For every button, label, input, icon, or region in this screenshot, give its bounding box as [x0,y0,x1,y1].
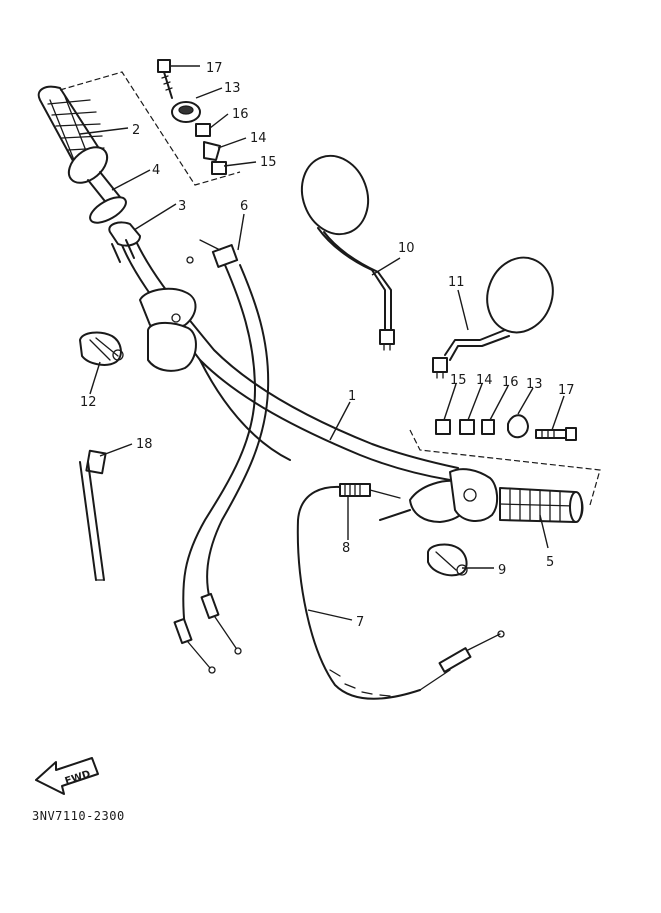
callout-18: 18 [136,437,153,452]
callout-2: 2 [132,123,140,138]
clutch-cable [296,485,505,700]
callout-8: 8 [342,541,350,556]
callout-17-right: 17 [558,383,575,398]
callout-6: 6 [240,199,248,214]
callout-14-left: 14 [250,131,267,146]
callout-15-left: 15 [260,155,277,170]
right-bar-end-parts [435,414,577,441]
callout-4: 4 [152,163,160,178]
cable-tie [79,449,107,581]
left-clamp [79,331,124,366]
callout-16-right: 16 [502,375,519,390]
callout-14-right: 14 [476,373,493,388]
callout-1: 1 [348,389,356,404]
throttle-tube [87,171,141,263]
callout-13-right: 13 [526,377,543,392]
left-bar-end-parts [157,59,227,175]
callout-16-left: 16 [232,107,249,122]
right-grip [499,487,584,523]
callout-12: 12 [80,395,97,410]
callout-11: 11 [448,275,465,290]
cable-adjuster [339,483,401,499]
callout-10: 10 [398,241,415,256]
left-group-outline [59,71,241,186]
right-mirror [432,256,554,379]
callout-15-right: 15 [450,373,467,388]
callout-13-left: 13 [224,81,241,96]
throttle-cables [173,239,270,674]
callout-7: 7 [356,615,364,630]
callout-3: 3 [178,199,186,214]
right-group-outline [409,429,601,506]
leader-lines [79,65,565,621]
diagram-code: 3NV7110-2300 [32,809,125,823]
callout-9: 9 [498,563,506,578]
right-lever-holder [379,468,498,523]
left-bracket [139,287,197,372]
left-mirror [300,154,395,351]
callout-5: 5 [546,555,554,570]
callout-17-left: 17 [206,61,223,76]
right-clamp [427,543,468,577]
fwd-arrow-icon: FWD [35,757,99,795]
left-grip [37,85,109,184]
